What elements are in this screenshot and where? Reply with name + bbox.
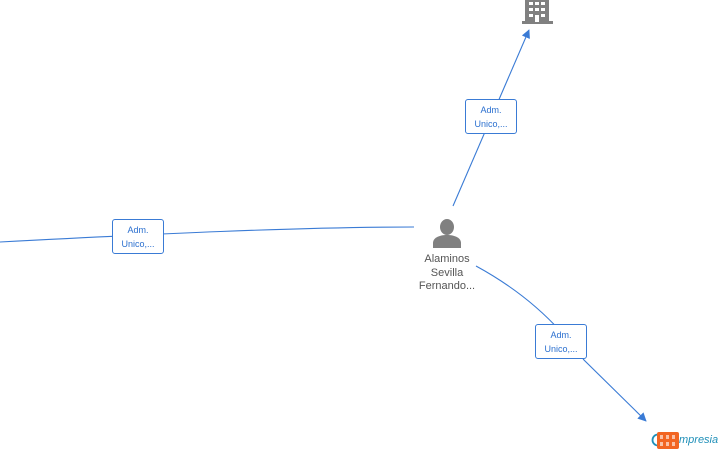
edge-label-top-line2: Unico,... bbox=[474, 119, 508, 129]
brand-text: mpresia bbox=[679, 434, 719, 446]
edge-label-top-line1: Adm. bbox=[480, 105, 502, 115]
edge-label-bottom-line1: Adm. bbox=[550, 330, 572, 340]
person-name: Alaminos Sevilla Fernando... bbox=[405, 253, 489, 294]
brand-watermark: mpresia bbox=[651, 430, 718, 450]
edge-line-left bbox=[0, 226, 415, 243]
edge-label-left-line1: Adm. bbox=[127, 225, 149, 235]
person-silhouette-icon bbox=[433, 219, 461, 248]
edge-label-left[interactable]: Adm. Unico,... bbox=[112, 219, 164, 254]
edge-label-left-line2: Unico,... bbox=[121, 239, 155, 249]
company-node[interactable] bbox=[521, 0, 555, 24]
person-node[interactable]: Alaminos Sevilla Fernando... bbox=[405, 218, 489, 294]
building-icon bbox=[522, 0, 553, 24]
person-name-line2: Sevilla bbox=[430, 266, 464, 279]
person-name-line3: Fernando... bbox=[418, 280, 476, 292]
empresia-logo-icon bbox=[651, 431, 679, 449]
edge-label-bottom-line2: Unico,... bbox=[544, 344, 578, 354]
person-name-line1: Alaminos bbox=[424, 253, 470, 265]
edge-label-top[interactable]: Adm. Unico,... bbox=[465, 99, 517, 134]
edge-label-bottom[interactable]: Adm. Unico,... bbox=[535, 324, 587, 359]
